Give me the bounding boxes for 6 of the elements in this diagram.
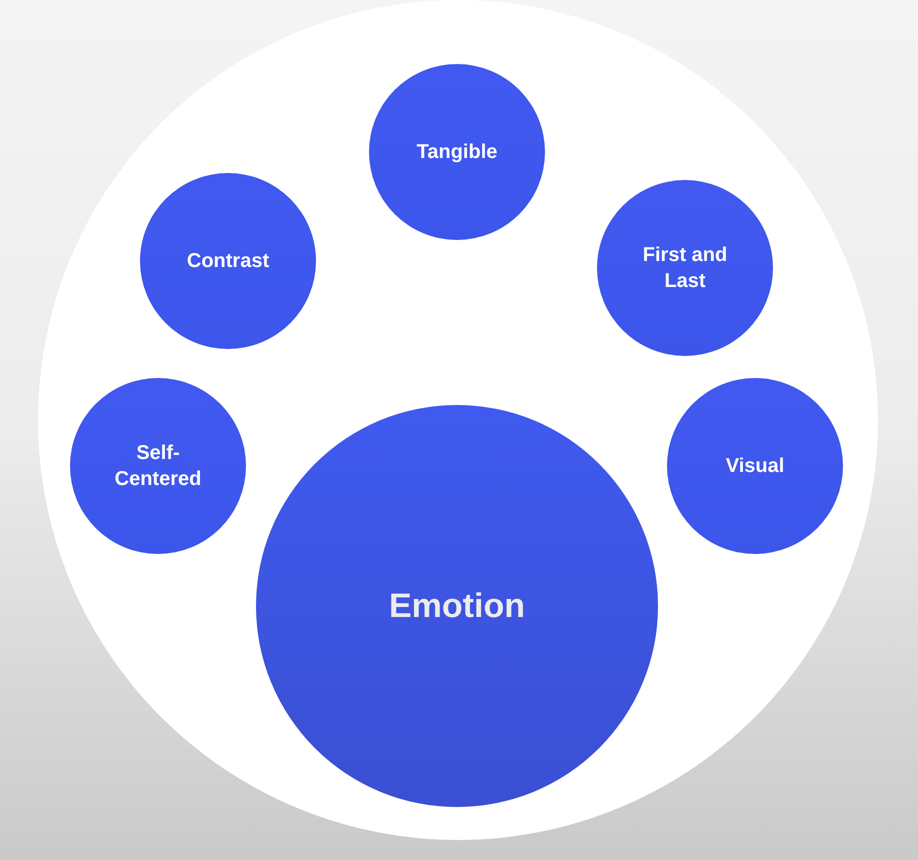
circle-label: Tangible <box>416 140 498 165</box>
circle-label: Emotion <box>388 586 526 626</box>
circle-label: First and Last <box>642 243 728 294</box>
circle-label: Visual <box>724 454 786 479</box>
circle-label: Self-Centered <box>114 441 202 492</box>
circle-label: Contrast <box>186 249 270 274</box>
